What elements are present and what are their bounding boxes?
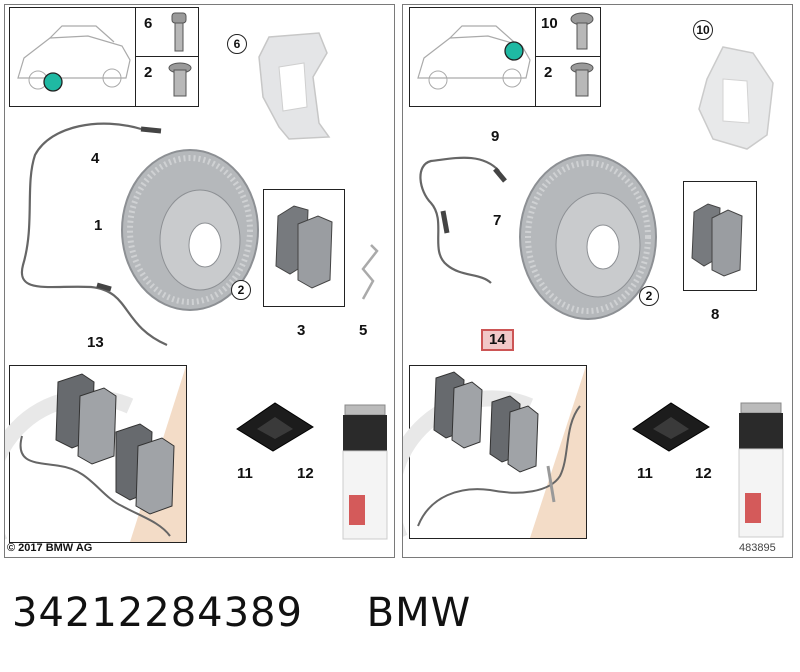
screw-10-box: 10 [535,7,601,58]
car-silhouette [17,25,131,92]
front-axle-marker [43,72,63,92]
label-3: 3 [297,322,306,339]
anti-rattle-clip-drawing [361,244,379,300]
rear-axle-marker [504,41,524,61]
label-4: 4 [91,150,100,167]
highlighted-callout-14[interactable]: 14 [481,329,514,351]
label-2: 2 [144,64,153,81]
label-11-right: 11 [637,465,653,482]
bolt-icon [168,62,192,97]
brake-pads-drawing-right [691,203,743,277]
callout-2-disc: 2 [231,280,251,300]
grease-pack-drawing-right [632,402,710,452]
bolt-2-box-right: 2 [535,56,601,107]
bolt-2-box: 2 [135,56,199,107]
part-number: 34212284389 [12,590,303,636]
label-10: 10 [541,15,558,32]
callout-2-disc-right: 2 [639,286,659,306]
pad-kit-drawing [5,366,186,542]
vehicle-location-box [9,7,137,107]
brand-name: BMW [366,590,472,636]
label-12: 12 [297,465,314,482]
wear-sensor-9-drawing [419,156,507,284]
label-1: 1 [94,217,103,234]
pad-kit-drawing-right [403,366,586,538]
copyright-text: © 2017 BMW AG [7,542,93,554]
screw-icon [171,12,187,52]
part-caption: 34212284389 BMW [12,590,471,636]
spray-can-drawing [342,404,388,540]
callout-10-caliper: 10 [693,20,713,40]
wear-sensor-4-drawing [20,122,168,347]
right-diagram-panel: 10 2 10 9 7 2 8 14 [402,4,793,558]
label-5: 5 [359,322,368,339]
label-8: 8 [711,306,720,323]
label-6: 6 [144,15,153,32]
car-silhouette-right [417,25,531,90]
caliper-carrier-drawing-right [698,46,774,150]
pad-kit-13-box [5,365,187,543]
spray-can-drawing-right [738,402,784,538]
callout-6-caliper: 6 [227,34,247,54]
torx-screw-icon [570,12,594,50]
label-7: 7 [493,212,502,229]
brake-pads-8-box [683,181,757,291]
label-13: 13 [87,334,104,351]
caliper-carrier-drawing [258,32,331,140]
brake-disc-1-drawing [121,149,259,311]
screw-6-box: 6 [135,7,199,58]
brake-pads-3-box [263,189,345,307]
left-diagram-panel: 6 2 6 4 1 2 3 [4,4,395,558]
label-11: 11 [237,465,253,482]
pad-kit-14-box [403,365,587,539]
grease-pack-drawing [236,402,314,452]
brake-pads-drawing [275,205,333,289]
vehicle-location-box-right [409,7,537,107]
brake-disc-7-drawing [519,154,657,320]
diagram-number: 483895 [739,542,776,554]
bolt-icon-right [570,62,594,97]
label-12-right: 12 [695,465,712,482]
label-2-right: 2 [544,64,553,81]
label-9: 9 [491,128,500,145]
